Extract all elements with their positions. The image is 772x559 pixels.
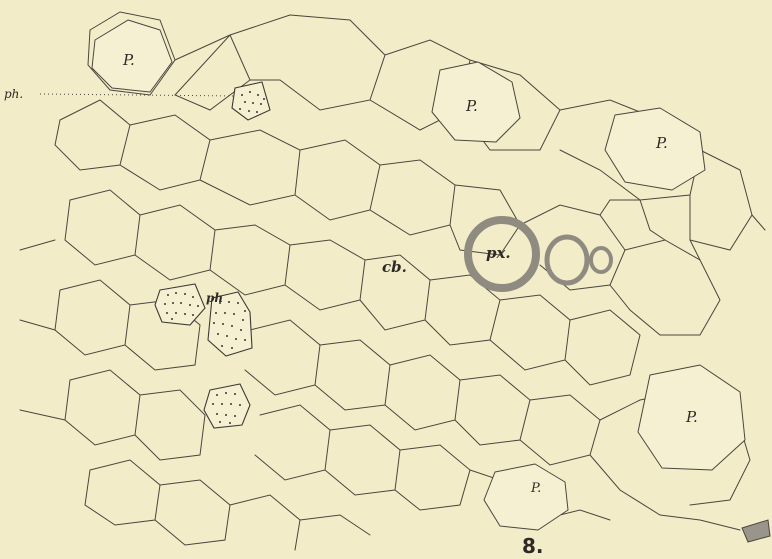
phloem-leader-line xyxy=(40,94,236,96)
cell-wall-mesh xyxy=(20,12,765,550)
label-phloem-leader: ph. xyxy=(4,87,23,101)
figure-number: 8. xyxy=(522,534,544,558)
label-cambium: cb. xyxy=(382,258,407,276)
label-parenchyma-3: P. xyxy=(655,134,668,152)
label-parenchyma-1: P. xyxy=(122,51,135,69)
parenchyma-cell-3 xyxy=(605,108,705,190)
label-parenchyma-4: P. xyxy=(685,408,698,426)
label-parenchyma-5: P. xyxy=(530,481,541,496)
xylem-vessel-small xyxy=(591,248,611,272)
phloem-group-left xyxy=(155,284,205,325)
label-phloem-inline: ph xyxy=(206,291,223,305)
label-parenchyma-2: P. xyxy=(465,97,478,115)
label-protoxylem: px. xyxy=(486,244,511,262)
phloem-group-top xyxy=(232,82,270,120)
phloem-group-bottom xyxy=(204,384,250,428)
parenchyma-cell-5 xyxy=(484,464,568,530)
cell-fragment xyxy=(742,520,770,542)
xylem-vessel-medium xyxy=(547,237,587,283)
